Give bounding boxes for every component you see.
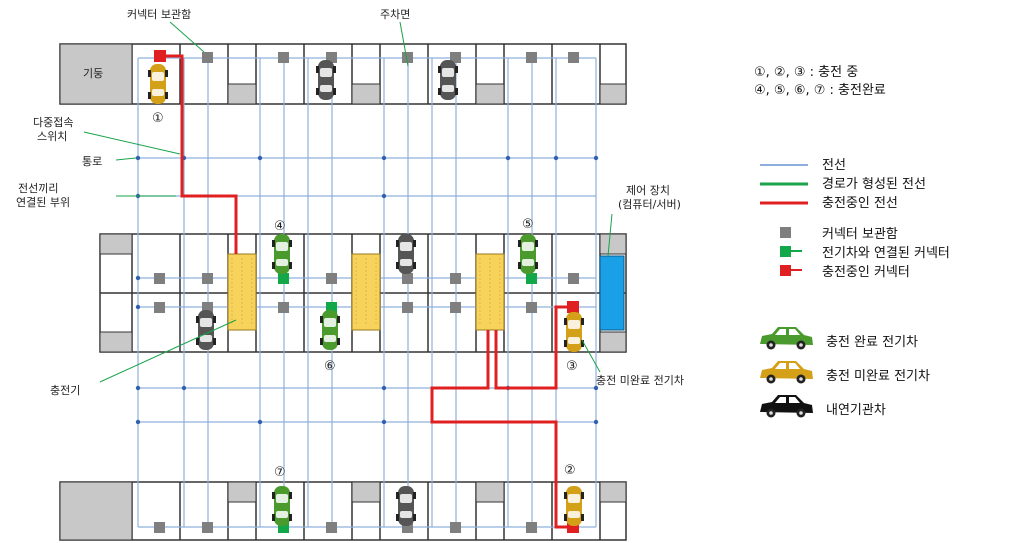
marker-2: ② <box>564 463 576 478</box>
label-wire-joint-1: 전선끼리 <box>18 182 58 195</box>
legend-ice-car: 내연기관차 <box>826 403 886 418</box>
connector-storages <box>154 52 579 533</box>
ev-complete-car <box>272 234 292 274</box>
legend-status-complete: ④, ⑤, ⑥, ⑦ : 충전완료 <box>754 83 886 98</box>
label-controller-1: 제어 장치 <box>626 184 670 197</box>
wire-grid <box>137 57 597 528</box>
marker-3: ③ <box>566 359 578 374</box>
label-parking-space: 주차면 <box>380 8 410 21</box>
connected-connectors <box>278 273 537 533</box>
legend-routed-wire: 경로가 형성된 전선 <box>822 177 926 192</box>
ev-complete-car <box>518 234 538 274</box>
charger-grid-lines <box>231 258 501 326</box>
marker-1: ① <box>152 111 164 126</box>
top-parking-row <box>59 43 627 105</box>
label-pillar: 기둥 <box>83 67 103 80</box>
callout-lines <box>83 21 613 383</box>
charging-wires <box>160 54 572 529</box>
label-wire-joint-2: 연결된 부위 <box>16 196 70 209</box>
ice-car <box>316 60 336 100</box>
legend-ev-complete-icon <box>760 327 813 350</box>
marker-7: ⑦ <box>274 465 286 480</box>
label-charger: 충전기 <box>50 384 80 397</box>
legend-wire: 전선 <box>822 158 846 173</box>
ice-car <box>396 234 416 274</box>
marker-5: ⑤ <box>522 217 534 232</box>
legend-connector-storage: 커넥터 보관함 <box>822 227 898 242</box>
ev-incomplete-car <box>148 64 168 104</box>
bottom-parking-row <box>59 481 627 541</box>
ev-incomplete-car <box>564 312 584 352</box>
legend-storage-swatch <box>780 227 791 238</box>
legend-charging-connector: 충전중인 커넥터 <box>822 265 910 280</box>
label-multi-switch-1: 다중접속 <box>33 116 73 129</box>
ev-incomplete-car <box>564 486 584 526</box>
legend-charging-wire: 충전중인 전선 <box>822 196 898 211</box>
marker-6: ⑥ <box>324 359 336 374</box>
ev-complete-car <box>320 310 340 350</box>
legend-connected-connector: 전기차와 연결된 커넥터 <box>822 246 950 261</box>
bottom-row-fills <box>59 481 627 541</box>
legend-ev-incomplete: 충전 미완료 전기차 <box>826 369 930 384</box>
marker-4: ④ <box>274 219 286 234</box>
middle-block-fills <box>99 233 627 353</box>
legend-status-charging: ①, ②, ③ : 충전 중 <box>754 65 858 80</box>
wire-joints <box>135 155 599 425</box>
ice-car <box>438 60 458 100</box>
label-connector-storage: 커넥터 보관함 <box>127 8 191 21</box>
legend-ice-car-icon <box>760 395 813 418</box>
legend-connected-swatch <box>780 246 791 257</box>
top-row-fills <box>59 43 627 105</box>
legend-charging-connector-swatch <box>780 265 791 276</box>
label-aisle: 통로 <box>82 155 102 168</box>
ice-car <box>396 486 416 526</box>
ev-complete-car <box>272 486 292 526</box>
legend-ev-incomplete-icon <box>760 361 813 384</box>
legend: ①, ②, ③ : 충전 중 ④, ⑤, ⑥, ⑦ : 충전완료 전선 경로가 … <box>754 65 950 418</box>
controller-box <box>599 255 625 331</box>
label-incomplete-ev: 충전 미완료 전기차 <box>596 374 684 387</box>
label-multi-switch-2: 스위치 <box>37 130 67 143</box>
legend-ev-complete: 충전 완료 전기차 <box>826 335 918 350</box>
label-controller-2: (컴퓨터/서버) <box>618 198 681 211</box>
